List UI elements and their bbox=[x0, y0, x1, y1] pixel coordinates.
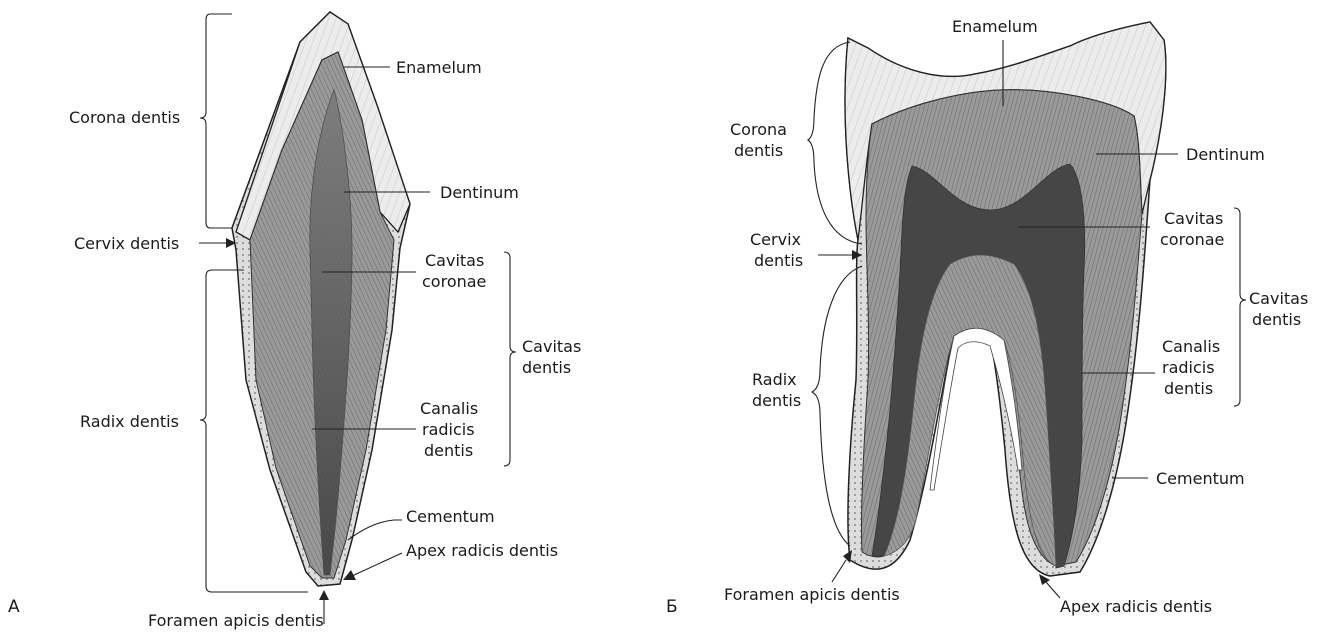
canalis-b-label-2: radicis bbox=[1162, 358, 1215, 377]
cavitas-dentis-a-label-2: dentis bbox=[522, 358, 571, 377]
cavitas-dentis-b-label-1: Cavitas bbox=[1249, 289, 1308, 308]
canalis-b-label-1: Canalis bbox=[1162, 337, 1220, 356]
cementum-a-label: Cementum bbox=[406, 507, 495, 526]
cervix-b-label-1: Cervix bbox=[750, 230, 801, 249]
corona-b-label-2: dentis bbox=[734, 141, 783, 160]
cavitas-dentis-b-bracket bbox=[1234, 208, 1246, 406]
canalis-a-label-3: dentis bbox=[424, 441, 473, 460]
panel-b-letter: Б bbox=[666, 597, 678, 617]
cavitas-coronae-b-label-2: coronae bbox=[1160, 230, 1224, 249]
radix-b-label-2: dentis bbox=[752, 391, 801, 410]
apex-b-arrow-line bbox=[1046, 582, 1060, 598]
apex-a-arrow-line bbox=[352, 553, 402, 576]
cervix-dentis-a-label: Cervix dentis bbox=[74, 234, 179, 253]
radix-b-label-1: Radix bbox=[752, 370, 797, 389]
foramen-b-arrow-line bbox=[832, 560, 846, 582]
panel-a-letter: А bbox=[8, 597, 20, 617]
cavitas-dentis-a-label-1: Cavitas bbox=[522, 337, 581, 356]
cervix-b-label-2: dentis bbox=[754, 251, 803, 270]
foramen-apicis-dentis-a-label: Foramen apicis dentis bbox=[148, 611, 324, 630]
canalis-b-label-3: dentis bbox=[1164, 379, 1213, 398]
enamelum-b-label: Enamelum bbox=[952, 17, 1038, 36]
panel-b bbox=[845, 22, 1166, 576]
corona-dentis-a-label: Corona dentis bbox=[69, 108, 180, 127]
cavitas-coronae-a-label-1: Cavitas bbox=[425, 251, 484, 270]
apex-radicis-dentis-b-label: Apex radicis dentis bbox=[1060, 597, 1212, 616]
dentinum-a-label: Dentinum bbox=[440, 183, 519, 202]
foramen-apicis-dentis-b-label: Foramen apicis dentis bbox=[724, 585, 900, 604]
cavitas-coronae-b-label-1: Cavitas bbox=[1164, 209, 1223, 228]
cavitas-dentis-b-label-2: dentis bbox=[1252, 310, 1301, 329]
cementum-b-label: Cementum bbox=[1156, 469, 1245, 488]
panel-a bbox=[232, 12, 410, 586]
corona-a-bracket bbox=[200, 14, 232, 228]
apex-radicis-dentis-a-label: Apex radicis dentis bbox=[406, 541, 558, 560]
dentinum-b-label: Dentinum bbox=[1186, 145, 1265, 164]
foramen-a-arrowhead bbox=[319, 590, 329, 600]
cavitas-coronae-a-label-2: coronae bbox=[422, 272, 486, 291]
canalis-a-label-2: radicis bbox=[422, 420, 475, 439]
enamelum-a-label: Enamelum bbox=[396, 58, 482, 77]
corona-b-label-1: Corona bbox=[730, 120, 787, 139]
cavitas-dentis-a-bracket bbox=[504, 252, 516, 466]
radix-dentis-a-label: Radix dentis bbox=[80, 412, 179, 431]
canalis-a-label-1: Canalis bbox=[420, 399, 478, 418]
